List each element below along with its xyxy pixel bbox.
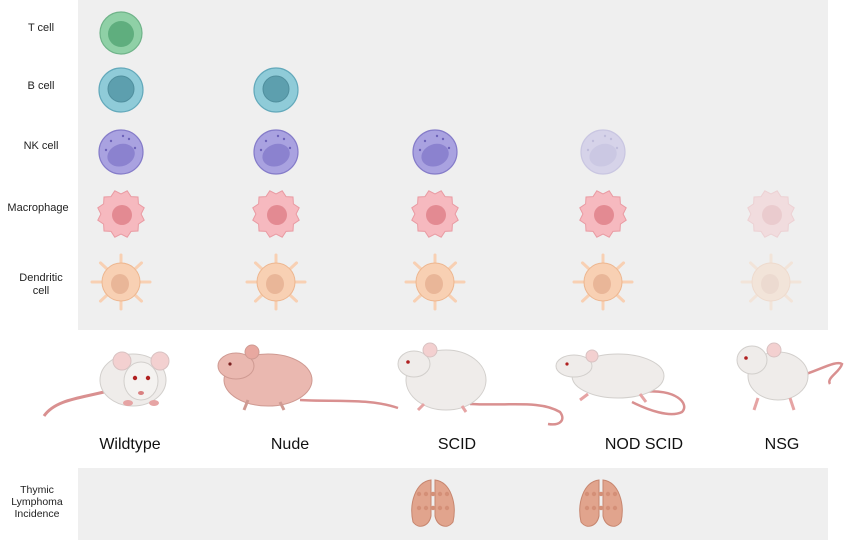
row-label-nk-cell: NK cell xyxy=(23,140,59,152)
thymus-icon-nod-scid xyxy=(579,479,623,527)
row-label-b-cell: B cell xyxy=(27,80,55,92)
strain-label-wildtype: Wildtype xyxy=(99,436,161,453)
nk-cell-icon-nude xyxy=(253,129,299,175)
mouse-nsg xyxy=(736,342,844,411)
strain-label-scid: SCID xyxy=(437,436,477,453)
b-cell-icon-nude xyxy=(253,67,299,113)
dendritic-cell-icon-nod-scid xyxy=(572,253,634,311)
nk-cell-icon-scid xyxy=(412,129,458,175)
mouse-scid xyxy=(397,342,564,426)
strain-label-nsg: NSG xyxy=(764,436,800,453)
thymic-label-line1: Thymic xyxy=(20,484,54,496)
dendritic-cell-icon-nsg xyxy=(740,253,802,311)
row-label-thymic-lymphoma: Thymic Lymphoma Incidence xyxy=(4,484,70,520)
mouse-wildtype xyxy=(42,351,170,417)
nk-cell-icon-nod-scid xyxy=(580,129,626,175)
row-label-dendritic-line1: Dendritic xyxy=(19,272,63,284)
macrophage-icon-nod-scid xyxy=(579,190,627,238)
dendritic-cell-icon-wildtype xyxy=(90,253,152,311)
thymus-icon-scid xyxy=(411,479,455,527)
macrophage-icon-nsg xyxy=(747,190,795,238)
row-label-t-cell: T cell xyxy=(27,22,55,34)
dendritic-cell-icon-nude xyxy=(245,253,307,311)
macrophage-icon-nude xyxy=(252,190,300,238)
strain-label-nod-scid: NOD SCID xyxy=(604,436,684,453)
row-label-dendritic-cell: Dendritic cell xyxy=(6,272,76,298)
t-cell-icon-wildtype xyxy=(99,11,143,55)
b-cell-icon-wildtype xyxy=(98,67,144,113)
macrophage-icon-scid xyxy=(411,190,459,238)
macrophage-icon-wildtype xyxy=(97,190,145,238)
strain-label-nude: Nude xyxy=(270,436,310,453)
dendritic-cell-icon-scid xyxy=(404,253,466,311)
mouse-nod-scid xyxy=(555,349,686,416)
nk-cell-icon-wildtype xyxy=(98,129,144,175)
thymic-label-line2: Lymphoma xyxy=(11,496,63,508)
thymic-label-line3: Incidence xyxy=(14,508,60,520)
row-label-dendritic-line2: cell xyxy=(32,285,50,297)
row-label-macrophage: Macrophage xyxy=(7,202,69,214)
mouse-nude xyxy=(217,344,399,411)
